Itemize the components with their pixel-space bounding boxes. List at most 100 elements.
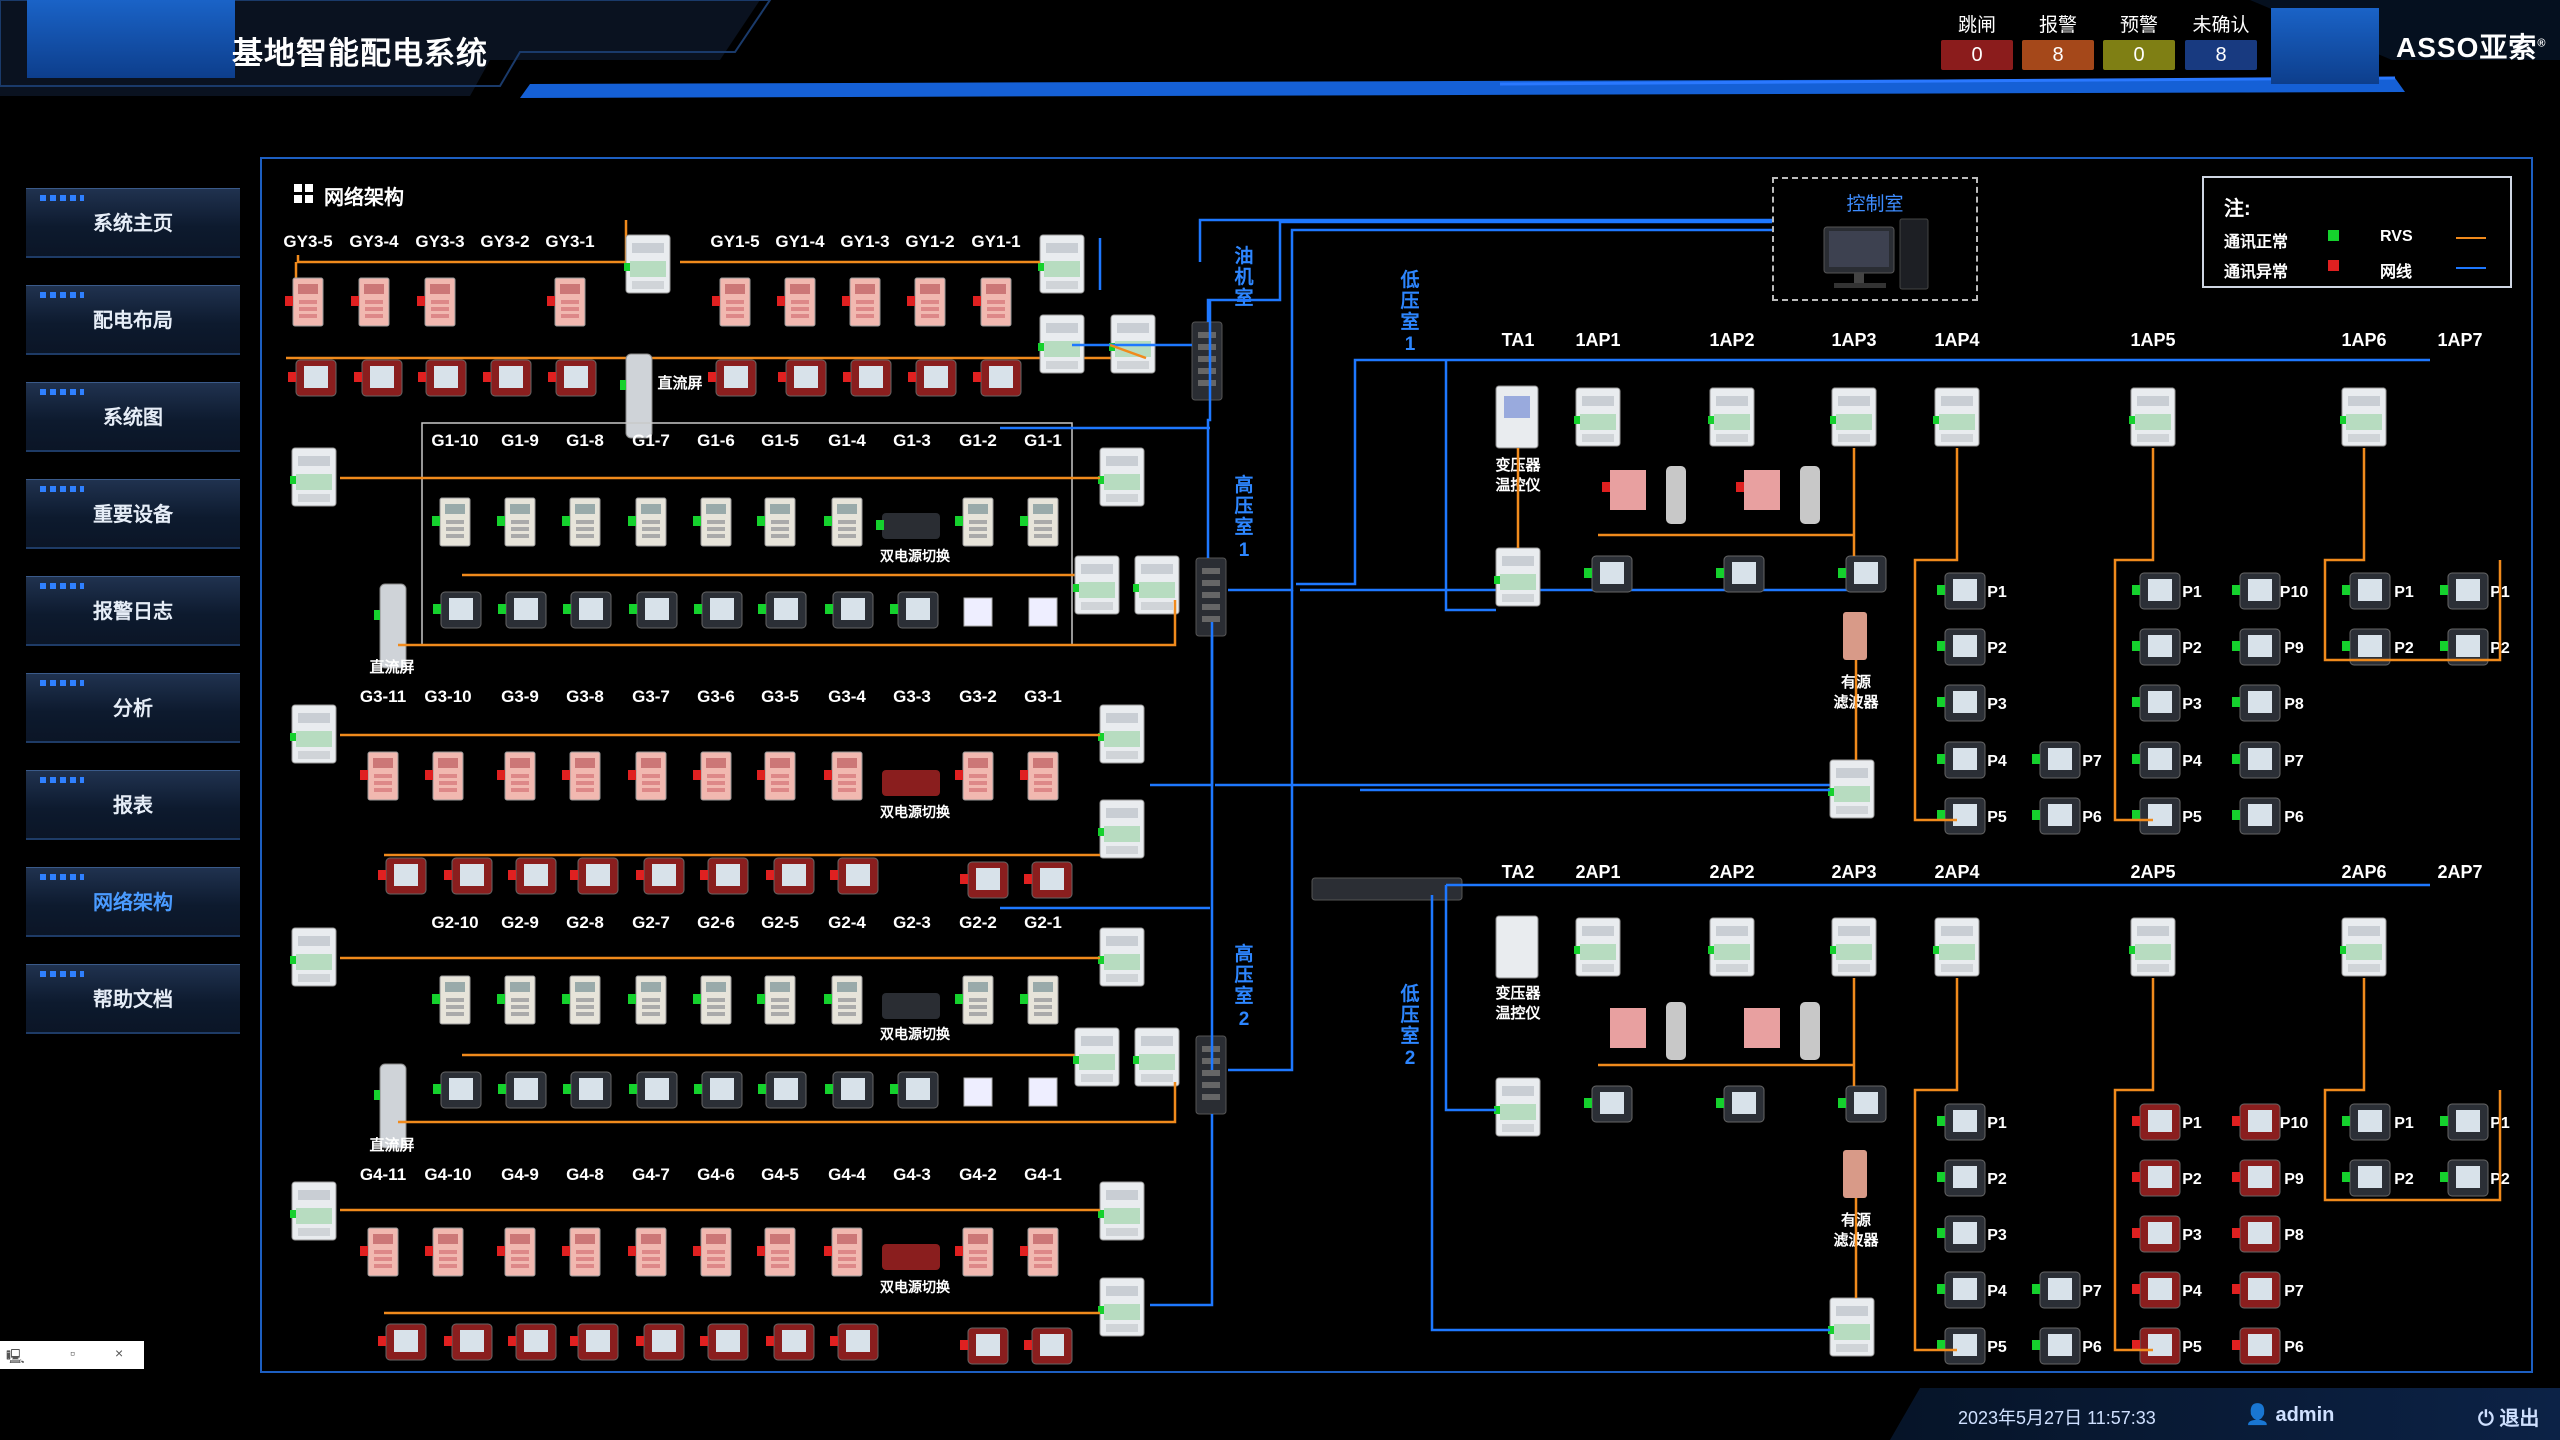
multifunction-meter-icon[interactable] (2232, 572, 2281, 610)
multifunction-meter-icon[interactable] (629, 591, 678, 629)
protection-relay-icon[interactable] (824, 975, 863, 1025)
multifunction-meter-icon[interactable] (2232, 684, 2281, 722)
protection-relay-icon[interactable] (425, 1227, 464, 1277)
energy-meter-icon[interactable] (290, 927, 337, 987)
multifunction-meter-icon[interactable] (378, 1323, 427, 1361)
user-menu[interactable]: 👤 admin (2245, 1402, 2334, 1427)
sidebar-item-key-equipment[interactable]: 重要设备 (26, 479, 240, 549)
multifunction-meter-icon[interactable] (2232, 797, 2281, 835)
energy-meter-icon[interactable] (1574, 387, 1621, 447)
energy-meter-icon[interactable] (1133, 555, 1180, 615)
protection-relay-icon[interactable] (1020, 1227, 1059, 1277)
protection-relay-icon[interactable] (712, 277, 751, 327)
multifunction-meter-icon[interactable] (2440, 572, 2489, 610)
alarm-trip[interactable]: 跳闸 0 (1941, 10, 2013, 70)
multifunction-meter-icon[interactable] (2132, 572, 2181, 610)
multifunction-meter-icon[interactable] (2132, 1215, 2181, 1253)
protection-relay-icon[interactable] (351, 277, 390, 327)
multifunction-meter-icon[interactable] (636, 857, 685, 895)
sidebar-item-layout[interactable]: 配电布局 (26, 285, 240, 355)
protection-relay-icon[interactable] (562, 975, 601, 1025)
multifunction-meter-icon[interactable] (708, 359, 757, 397)
meter-icon[interactable] (963, 597, 993, 627)
protection-relay-icon[interactable] (1020, 751, 1059, 801)
multifunction-meter-icon[interactable] (1937, 1103, 1986, 1141)
energy-meter-icon[interactable] (2129, 387, 2176, 447)
multifunction-meter-icon[interactable] (570, 857, 619, 895)
energy-meter-icon[interactable] (1574, 917, 1621, 977)
energy-meter-icon[interactable] (1098, 799, 1145, 859)
energy-meter-icon[interactable] (1828, 759, 1875, 819)
multifunction-meter-icon[interactable] (2132, 797, 2181, 835)
multifunction-meter-icon[interactable] (563, 1071, 612, 1109)
multifunction-meter-icon[interactable] (700, 1323, 749, 1361)
multifunction-meter-icon[interactable] (1838, 1085, 1887, 1123)
protection-relay-icon[interactable] (425, 751, 464, 801)
energy-meter-icon[interactable] (1038, 314, 1085, 374)
multifunction-meter-icon[interactable] (766, 1323, 815, 1361)
sidebar-item-system-diagram[interactable]: 系统图 (26, 382, 240, 452)
breaker-icon[interactable] (1610, 1008, 1646, 1048)
multifunction-meter-icon[interactable] (1838, 555, 1887, 593)
multifunction-meter-icon[interactable] (636, 1323, 685, 1361)
sidebar-item-reports[interactable]: 报表 (26, 770, 240, 840)
multifunction-meter-icon[interactable] (2232, 1327, 2281, 1365)
energy-meter-icon[interactable] (1494, 1077, 1541, 1137)
protection-relay-icon[interactable] (1020, 497, 1059, 547)
minimized-window-bar[interactable]: 🖳 ▫ × (0, 1341, 144, 1369)
sidebar-item-analysis[interactable]: 分析 (26, 673, 240, 743)
protection-relay-icon[interactable] (628, 497, 667, 547)
protection-relay-icon[interactable] (824, 497, 863, 547)
energy-meter-icon[interactable] (1098, 1277, 1145, 1337)
multifunction-meter-icon[interactable] (2132, 1271, 2181, 1309)
protection-relay-icon[interactable] (432, 975, 471, 1025)
breaker-icon[interactable] (1610, 470, 1646, 510)
multifunction-meter-icon[interactable] (2132, 684, 2181, 722)
breaker-icon[interactable] (1666, 1002, 1686, 1060)
multifunction-meter-icon[interactable] (2232, 1159, 2281, 1197)
meter-icon[interactable] (963, 1077, 993, 1107)
multifunction-meter-icon[interactable] (2032, 797, 2081, 835)
multifunction-meter-icon[interactable] (2440, 628, 2489, 666)
protection-relay-icon[interactable] (955, 751, 994, 801)
energy-meter-icon[interactable] (1708, 917, 1755, 977)
multifunction-meter-icon[interactable] (2342, 1103, 2391, 1141)
protection-relay-icon[interactable] (757, 497, 796, 547)
protection-relay-icon[interactable] (497, 1227, 536, 1277)
multifunction-meter-icon[interactable] (433, 1071, 482, 1109)
multifunction-meter-icon[interactable] (2342, 628, 2391, 666)
protection-relay-icon[interactable] (757, 751, 796, 801)
active-filter-icon[interactable] (1843, 1150, 1867, 1198)
protection-relay-icon[interactable] (360, 751, 399, 801)
energy-meter-icon[interactable] (1133, 1027, 1180, 1087)
multifunction-meter-icon[interactable] (2132, 1103, 2181, 1141)
active-filter-icon[interactable] (1843, 612, 1867, 660)
energy-meter-icon[interactable] (1933, 387, 1980, 447)
breaker-icon[interactable] (1800, 1002, 1820, 1060)
protection-relay-icon[interactable] (562, 497, 601, 547)
energy-meter-icon[interactable] (1828, 1297, 1875, 1357)
multifunction-meter-icon[interactable] (2232, 741, 2281, 779)
multifunction-meter-icon[interactable] (2132, 1327, 2181, 1365)
protection-relay-icon[interactable] (842, 277, 881, 327)
breaker-icon[interactable] (1666, 466, 1686, 524)
sidebar-item-alarm-log[interactable]: 报警日志 (26, 576, 240, 646)
energy-meter-icon[interactable] (290, 1181, 337, 1241)
energy-meter-icon[interactable] (624, 234, 671, 294)
multifunction-meter-icon[interactable] (570, 1323, 619, 1361)
protection-relay-icon[interactable] (757, 1227, 796, 1277)
alarm-warning[interactable]: 报警 8 (2022, 10, 2094, 70)
multifunction-meter-icon[interactable] (2342, 572, 2391, 610)
multifunction-meter-icon[interactable] (1937, 741, 1986, 779)
multifunction-meter-icon[interactable] (1024, 1327, 1073, 1365)
multifunction-meter-icon[interactable] (2132, 741, 2181, 779)
multifunction-meter-icon[interactable] (825, 591, 874, 629)
multifunction-meter-icon[interactable] (563, 591, 612, 629)
sidebar-item-network[interactable]: 网络架构 (26, 867, 240, 937)
multifunction-meter-icon[interactable] (700, 857, 749, 895)
multifunction-meter-icon[interactable] (288, 359, 337, 397)
protection-relay-icon[interactable] (562, 1227, 601, 1277)
protection-relay-icon[interactable] (955, 975, 994, 1025)
multifunction-meter-icon[interactable] (843, 359, 892, 397)
multifunction-meter-icon[interactable] (2032, 1271, 2081, 1309)
